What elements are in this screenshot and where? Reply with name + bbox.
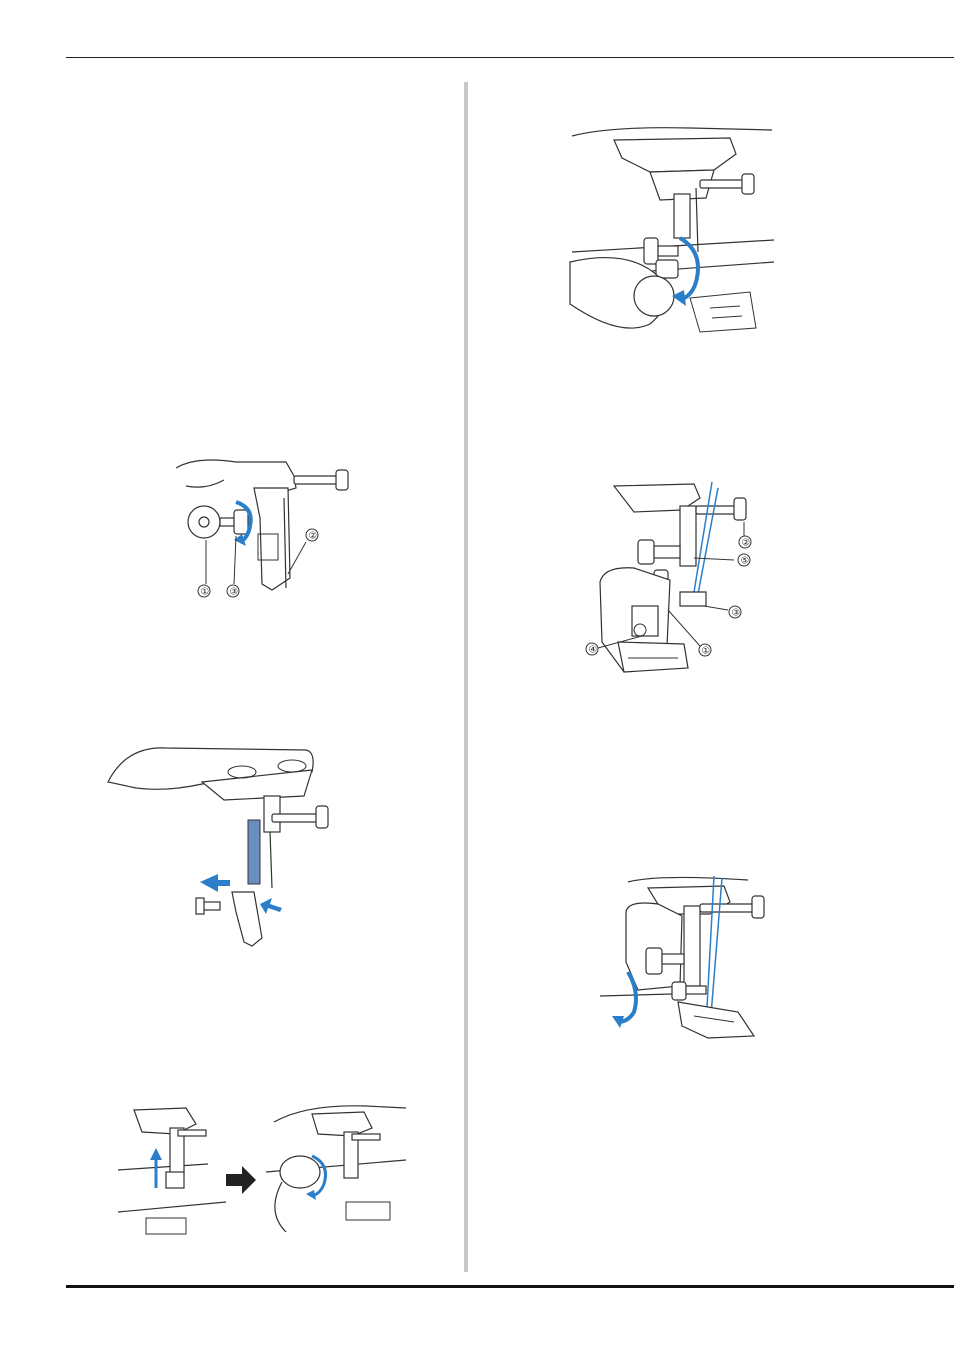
figure-replace-presser	[106, 742, 342, 948]
figure-lift-holder	[116, 1102, 406, 1244]
figure-tighten-walking-foot	[598, 876, 772, 1042]
figure-walking-foot: ② ⑤ ③ ① ④	[584, 482, 760, 680]
callout-3: ③	[732, 608, 741, 619]
footer-rule	[66, 1285, 954, 1288]
callout-5: ⑤	[741, 556, 750, 567]
callout-2: ②	[309, 531, 318, 542]
column-divider	[464, 82, 468, 1272]
figure-tighten-screw	[570, 128, 774, 336]
figure-remove-foot: ① ③ ②	[176, 458, 356, 600]
callout-1: ①	[201, 587, 210, 598]
callout-3: ③	[230, 587, 239, 598]
header-rule	[66, 57, 954, 58]
callout-1: ①	[702, 646, 711, 657]
callout-4: ④	[589, 645, 598, 656]
callout-2: ②	[742, 538, 751, 549]
